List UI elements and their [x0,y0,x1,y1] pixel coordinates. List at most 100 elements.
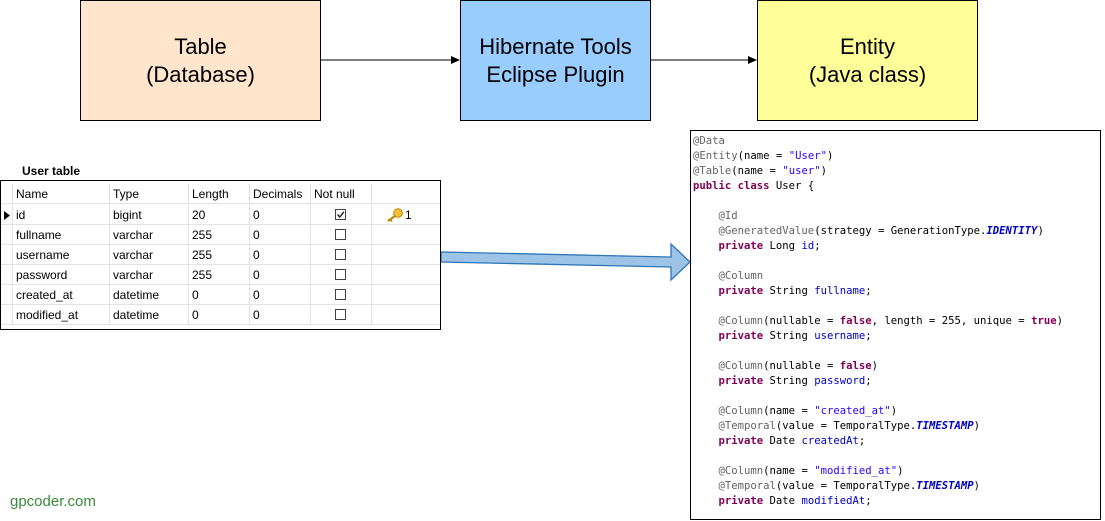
key-cell[interactable] [372,305,440,325]
row-indicator [1,305,13,325]
box-line2: Eclipse Plugin [486,61,625,87]
code-token [693,360,719,372]
code-token: ) [871,360,878,372]
header-length[interactable]: Length [189,184,250,204]
column-length[interactable]: 0 [189,305,250,325]
code-line: private String username; [693,329,872,344]
code-token: @Temporal [718,420,776,432]
code-token: ) [897,465,904,477]
check-icon [336,211,345,219]
not-null-checkbox[interactable] [335,249,346,260]
key-cell[interactable] [372,285,440,305]
code-token: TIMESTAMP [916,420,974,432]
code-token: false [839,315,872,327]
code-token: String [763,285,815,297]
code-token: @Column [718,405,764,417]
column-type[interactable]: datetime [110,285,189,305]
column-decimals[interactable]: 0 [250,305,311,325]
column-type[interactable]: bigint [110,205,189,225]
arrow-table-to-tools [321,56,460,64]
column-name[interactable]: password [13,265,110,285]
code-line: public class User { [693,179,814,194]
code-token [693,270,719,282]
column-name[interactable]: username [13,245,110,265]
column-length[interactable]: 255 [189,265,250,285]
code-line: private Date createdAt; [693,434,866,449]
header-decimals[interactable]: Decimals [250,184,311,204]
column-decimals[interactable]: 0 [250,285,311,305]
column-type[interactable]: varchar [110,225,189,245]
code-token: (value = TemporalType. [775,480,917,492]
not-null-checkbox[interactable] [335,289,346,300]
code-token: (name = [763,465,815,477]
code-token: String [763,375,815,387]
header-key[interactable] [372,184,440,204]
column-length[interactable]: 20 [189,205,250,225]
code-line: private Date modifiedAt; [693,494,872,509]
code-line: @Entity(name = "User") [693,149,833,164]
code-token: (value = TemporalType. [775,420,917,432]
box-line1: Hibernate Tools [479,33,632,59]
code-token: (name = [731,165,783,177]
column-length[interactable]: 255 [189,225,250,245]
column-type[interactable]: varchar [110,265,189,285]
column-length[interactable]: 0 [189,285,250,305]
code-token: Date [763,495,802,507]
not-null-cell [311,285,372,305]
column-decimals[interactable]: 0 [250,265,311,285]
not-null-cell [311,245,372,265]
not-null-checkbox[interactable] [335,309,346,320]
code-token: true [1031,315,1057,327]
column-name[interactable]: modified_at [13,305,110,325]
primary-key-icon [387,208,403,222]
code-token [693,435,719,447]
column-type[interactable]: varchar [110,245,189,265]
key-cell[interactable] [372,225,440,245]
column-decimals[interactable]: 0 [250,225,311,245]
column-name[interactable]: id [13,205,110,225]
brand-watermark: gpcoder.com [10,493,96,510]
column-type[interactable]: datetime [110,305,189,325]
code-token: private [718,495,764,507]
code-token: User { [769,180,815,192]
key-cell[interactable] [372,265,440,285]
hibernate-tools-box: Hibernate Tools Eclipse Plugin [460,0,651,121]
code-token: public class [693,180,770,192]
header-not-null[interactable]: Not null [311,184,372,204]
column-name[interactable]: fullname [13,225,110,245]
key-cell[interactable]: 1 [372,205,440,225]
not-null-checkbox[interactable] [335,229,346,240]
code-token: private [718,285,764,297]
row-indicator [1,265,13,285]
column-decimals[interactable]: 0 [250,205,311,225]
key-cell[interactable] [372,245,440,265]
code-token: @Entity [693,150,738,162]
table-title: User table [22,164,81,178]
row-indicator [1,285,13,305]
column-decimals[interactable]: 0 [250,245,311,265]
code-line: private String password; [693,374,872,389]
column-name[interactable]: created_at [13,285,110,305]
code-token: (nullable = [763,315,840,327]
code-token: @Temporal [718,480,776,492]
code-token: ) [820,165,827,177]
code-token [693,225,719,237]
code-token: ) [890,405,898,417]
code-token: (nullable = [763,360,840,372]
code-token [693,285,719,297]
column-length[interactable]: 255 [189,245,250,265]
code-token: @Column [718,270,764,282]
not-null-cell [311,205,372,225]
header-type[interactable]: Type [110,184,189,204]
code-token: @Column [718,360,764,372]
not-null-checkbox[interactable] [335,209,346,220]
not-null-checkbox[interactable] [335,269,346,280]
code-token: ; [865,495,872,507]
header-name[interactable]: Name [13,184,110,204]
